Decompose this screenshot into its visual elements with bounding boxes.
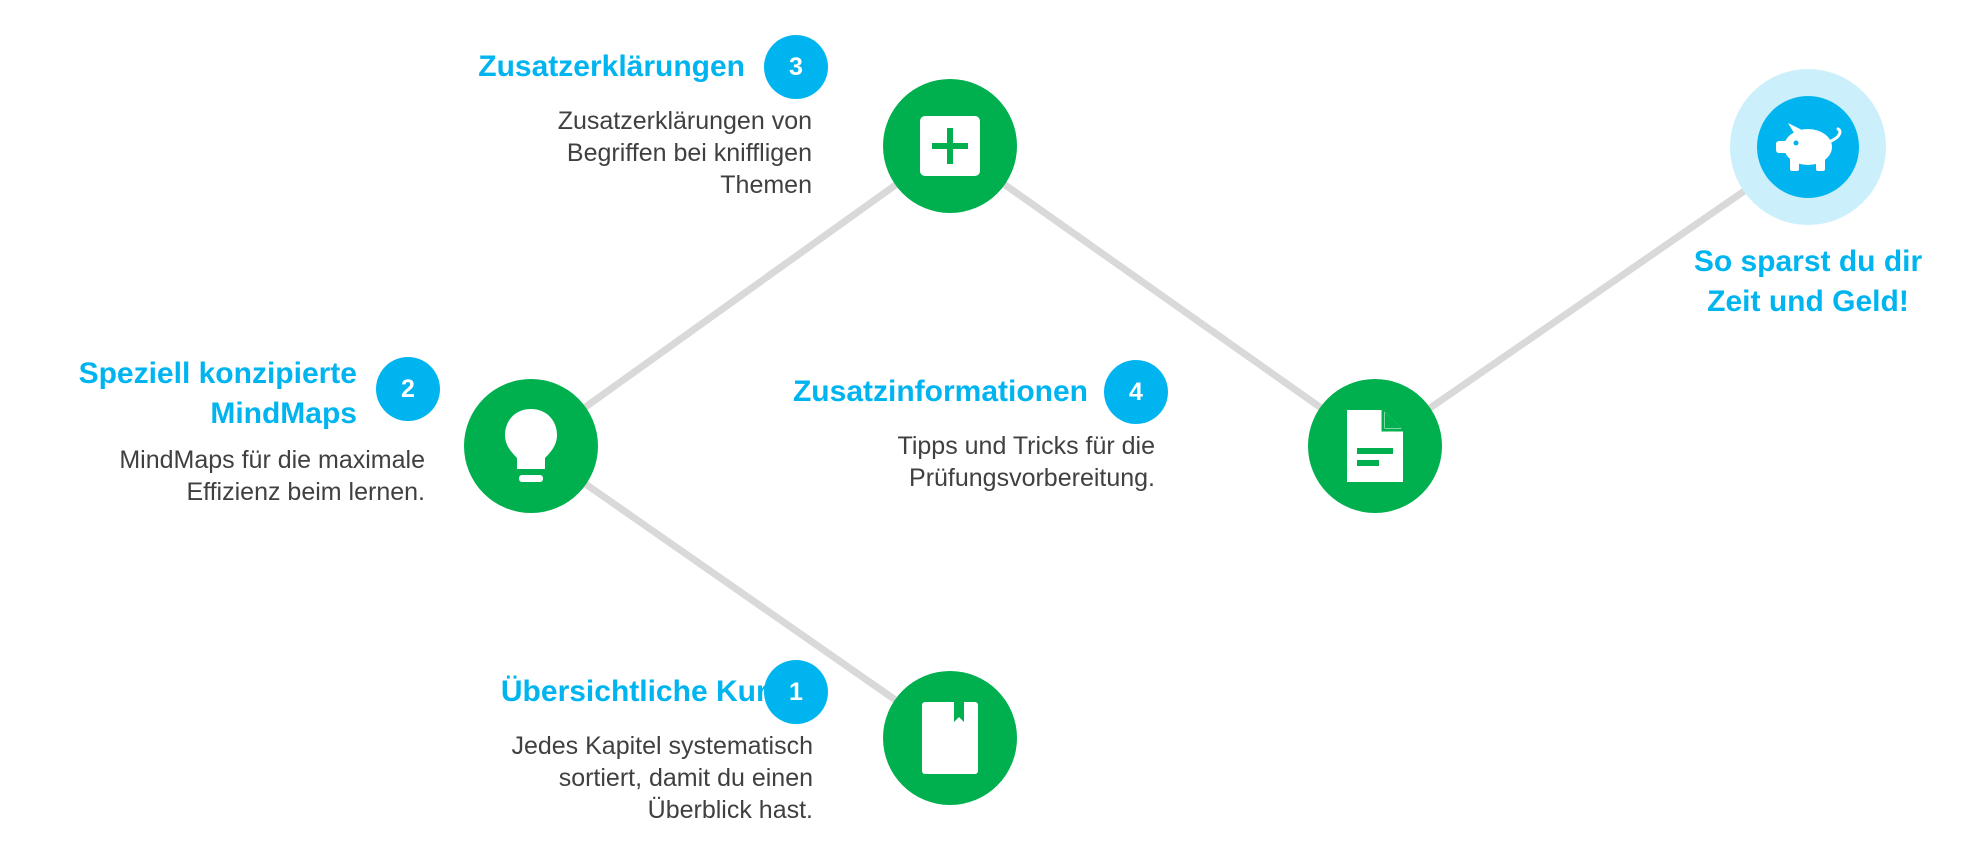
- goal-node-core: [1757, 96, 1859, 198]
- step-3-description: Zusatzerklärungen von Begriffen bei knif…: [558, 105, 812, 201]
- step-3-title: Zusatzerklärungen: [478, 50, 745, 83]
- step-3-description-line: Themen: [720, 171, 812, 199]
- step-2-description-line: Effizienz beim lernen.: [186, 478, 425, 506]
- step-1-description-line: Überblick hast.: [647, 796, 813, 824]
- step-4-badge: 4: [1104, 360, 1168, 424]
- step-1-description-line: sortiert, damit du einen: [558, 764, 813, 792]
- connector-4-goal: [1371, 143, 1812, 450]
- step-2-title: Speziell konzipierte MindMaps: [79, 354, 357, 434]
- connector-2-3: [527, 142, 954, 450]
- step-1-description-line: Jedes Kapitel systematisch: [511, 732, 813, 760]
- step-1-description: Jedes Kapitel systematisch sortiert, dam…: [511, 730, 813, 826]
- step-2-description-line: MindMaps für die maximale: [119, 446, 425, 474]
- goal-title-line: So sparst du dir: [1693, 245, 1923, 278]
- step-4-description: Tipps und Tricks für die Prüfungsvorbere…: [897, 430, 1155, 494]
- step-4-node: [1308, 379, 1442, 513]
- book-icon: [922, 702, 978, 774]
- step-2-title-line: MindMaps: [210, 397, 357, 430]
- lightbulb-icon: [505, 409, 557, 482]
- step-1-title: Übersichtliche Kurse: [500, 675, 801, 708]
- step-2-title-line: Speziell konzipierte: [78, 357, 357, 390]
- goal-node: [1730, 69, 1886, 225]
- goal-title: So sparst du dir Zeit und Geld!: [1658, 242, 1958, 322]
- step-2-node: [464, 379, 598, 513]
- goal-title-line: Zeit und Geld!: [1707, 285, 1909, 318]
- step-4-description-line: Tipps und Tricks für die: [897, 432, 1155, 460]
- step-3-description-line: Begriffen bei kniffligen: [566, 139, 812, 167]
- document-icon: [1347, 410, 1403, 482]
- connector-3-4: [946, 142, 1379, 450]
- step-3-description-line: Zusatzerklärungen von: [557, 107, 812, 135]
- step-2-description: MindMaps für die maximale Effizienz beim…: [119, 444, 425, 508]
- step-1-node: [883, 671, 1017, 805]
- step-2-badge: 2: [376, 357, 440, 421]
- connector-1-2: [527, 442, 954, 742]
- step-4-description-line: Prüfungsvorbereitung.: [909, 464, 1155, 492]
- step-3-badge: 3: [764, 35, 828, 99]
- step-3-node: [883, 79, 1017, 213]
- step-4-title: Zusatzinformationen: [792, 375, 1088, 408]
- step-1-badge: 1: [764, 660, 828, 724]
- plus-square-icon: [920, 116, 980, 176]
- piggy-bank-icon: [1776, 123, 1842, 171]
